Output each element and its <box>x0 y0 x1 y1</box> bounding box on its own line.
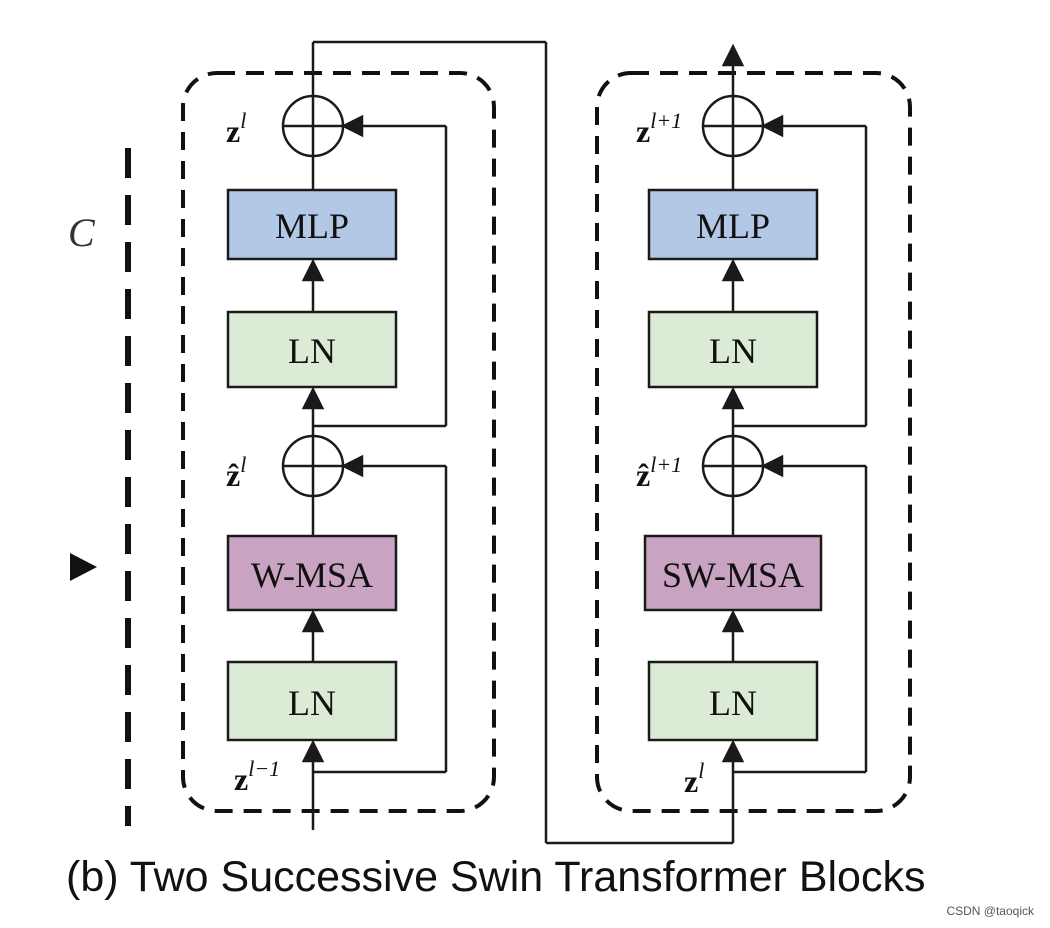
block1-ln-bottom-label: LN <box>288 683 336 723</box>
block1-add-mid <box>281 434 345 498</box>
block1-ln-bottom: LN <box>226 660 398 742</box>
block2-intermediate-label: ẑl+1 <box>636 452 682 493</box>
block2-mlp-label: MLP <box>696 206 770 246</box>
block1-attention-label: W-MSA <box>251 555 373 595</box>
block1-ln-top: LN <box>226 310 398 389</box>
block1-mlp: MLP <box>226 188 398 261</box>
block1-add-top <box>281 94 345 158</box>
block2-ln-top-label: LN <box>709 331 757 371</box>
block1-input-label: zl−1 <box>234 756 280 797</box>
block2-outline <box>595 71 912 813</box>
block2-attention: SW-MSA <box>643 534 823 612</box>
block1-outline <box>181 71 496 813</box>
watermark: CSDN @taoqick <box>946 904 1034 918</box>
block1-ln-top-label: LN <box>288 331 336 371</box>
block2-ln-bottom-label: LN <box>709 683 757 723</box>
block2-output-label: zl+1 <box>636 108 682 149</box>
block1-mlp-label: MLP <box>275 206 349 246</box>
left-fragment-arrow <box>70 553 97 581</box>
left-fragment-letter: C <box>68 210 96 255</box>
block2-mlp: MLP <box>647 188 819 261</box>
block2-attention-label: SW-MSA <box>662 555 804 595</box>
block1-output-label: zl <box>226 108 246 149</box>
block1-connectors <box>301 40 733 845</box>
figure-caption: (b) Two Successive Swin Transformer Bloc… <box>66 853 926 901</box>
block2-add-top <box>701 94 765 158</box>
block1-intermediate-label: ẑl <box>226 452 246 493</box>
block2-input-label: zl <box>684 758 704 799</box>
block2-ln-bottom: LN <box>647 660 819 742</box>
block2-add-mid <box>701 434 765 498</box>
block2-connectors <box>721 43 868 843</box>
block1-attention: W-MSA <box>226 534 398 612</box>
block2-ln-top: LN <box>647 310 819 389</box>
